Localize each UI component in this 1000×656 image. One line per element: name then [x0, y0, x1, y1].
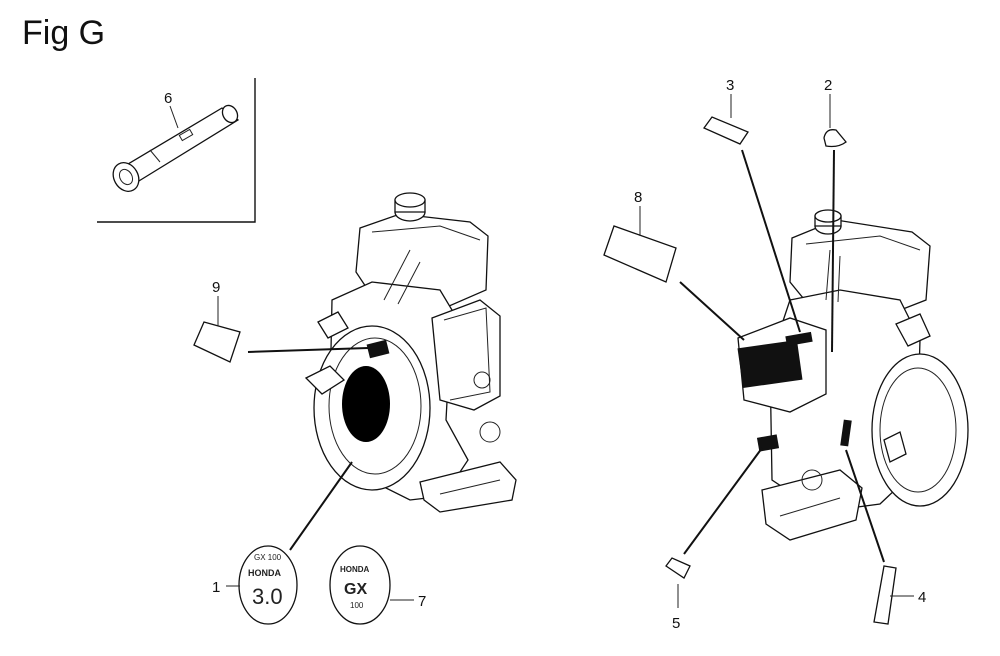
- engine-front-icon: [304, 192, 517, 513]
- callout-4: 4: [918, 589, 926, 606]
- leader-2: [831, 149, 835, 353]
- callout-5: 5: [672, 615, 680, 632]
- leader-5: [683, 447, 763, 555]
- label-4-icon: [873, 565, 897, 625]
- leader-6: [169, 105, 179, 129]
- leader-9: [247, 347, 369, 353]
- decal-1-line-3: 3.0: [252, 584, 283, 609]
- callout-2: 2: [824, 77, 832, 94]
- leader-3: [741, 149, 801, 333]
- label-8-icon: [603, 225, 677, 283]
- tool-box-frame: [97, 78, 256, 223]
- leader-8: [679, 281, 745, 341]
- label-5-icon: [665, 557, 691, 579]
- decal-7-line-2: GX: [344, 581, 367, 598]
- label-2-icon: [823, 129, 847, 148]
- label-9-icon: [193, 321, 241, 363]
- decal-1-line-2: HONDA: [248, 568, 281, 578]
- decal-7-icon: HONDA GX 100: [329, 545, 391, 625]
- callout-9: 9: [212, 279, 220, 296]
- leader-4: [845, 449, 885, 563]
- callout-3: 3: [726, 77, 734, 94]
- callout-7: 7: [418, 593, 426, 610]
- tube-wrench-icon: [112, 104, 240, 192]
- figure-title: Fig G: [22, 14, 106, 52]
- label-3-icon: [703, 116, 749, 145]
- decal-7-line-3: 100: [350, 601, 364, 610]
- engine-rear-icon: [737, 209, 969, 541]
- callout-1: 1: [212, 579, 220, 596]
- callout-6: 6: [164, 90, 172, 107]
- decal-1-line-1: GX 100: [254, 553, 282, 562]
- decal-7-line-1: HONDA: [340, 565, 370, 574]
- decal-1-icon: GX 100 HONDA 3.0: [238, 545, 298, 625]
- leader-1: [289, 461, 353, 551]
- callout-8: 8: [634, 189, 642, 206]
